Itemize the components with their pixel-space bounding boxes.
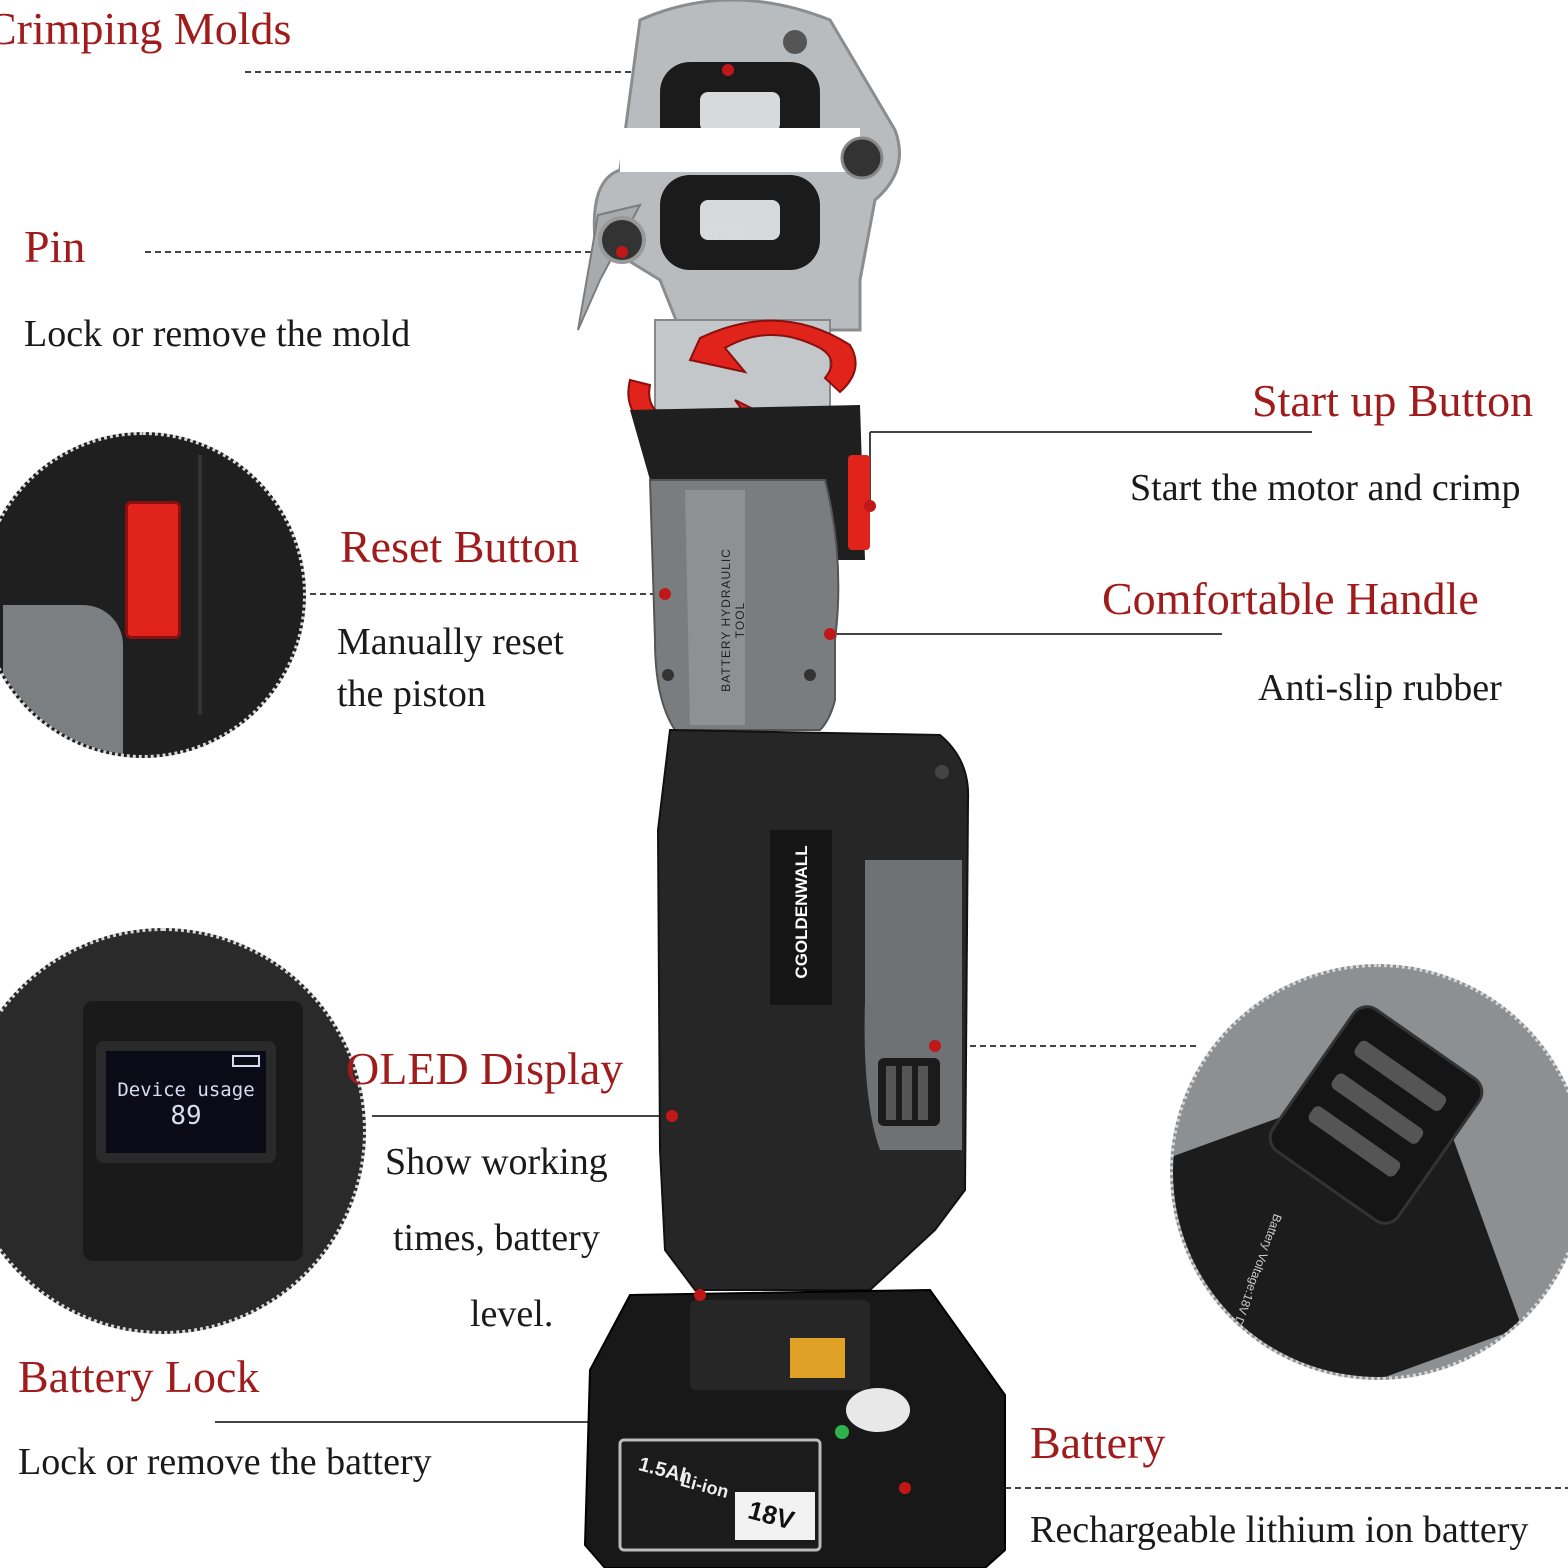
reset-button-inset (0, 432, 306, 758)
brand-logo: CGOLDENWALL (792, 845, 811, 979)
oled-line2: 89 (170, 1101, 202, 1131)
oled-screen: Device usage 89 (96, 1041, 276, 1163)
crimping-molds-title: Crimping Molds (0, 3, 292, 54)
reset-button[interactable] (125, 501, 181, 639)
battery-desc: Rechargeable lithium ion battery (1030, 1509, 1529, 1551)
reset-button-title: Reset Button (340, 521, 579, 572)
battery-level-icon (232, 1055, 260, 1067)
oled-title: OLED Display (346, 1043, 624, 1094)
oled-inset: Device usage 89 (0, 928, 366, 1334)
oled-line1: Device usage (117, 1079, 255, 1101)
battery-inset-marker (929, 1040, 941, 1052)
battery-marker (899, 1482, 911, 1494)
pin-title: Pin (24, 221, 86, 272)
pin-marker (616, 246, 628, 258)
crimping-molds-marker (722, 64, 734, 76)
reset-button-desc-1: Manually reset (337, 621, 564, 663)
start-button[interactable] (848, 455, 870, 550)
oled-desc-3: level. (470, 1293, 554, 1335)
start-button-marker (864, 500, 876, 512)
oled-marker (666, 1110, 678, 1122)
side-text: BATTERY HYDRAULIC TOOL (719, 548, 747, 692)
battery-title: Battery (1030, 1417, 1166, 1468)
battery-lock-title: Battery Lock (18, 1351, 260, 1402)
battery-lock-desc: Lock or remove the battery (18, 1441, 432, 1483)
handle-title: Comfortable Handle (1102, 573, 1479, 624)
start-button-title: Start up Button (1252, 375, 1534, 426)
mold-marks: CU 16 (705, 226, 742, 241)
reset-button-desc-2: the piston (337, 673, 486, 715)
handle-desc: Anti-slip rubber (1258, 667, 1502, 709)
oled-desc-2: times, battery (393, 1217, 600, 1259)
handle-marker (824, 628, 836, 640)
battery-pack (583, 1288, 1006, 1568)
crimp-head (577, 0, 901, 411)
reset-button-marker (659, 588, 671, 600)
pin-desc: Lock or remove the mold (24, 313, 411, 355)
battery-lock-marker (694, 1289, 706, 1301)
start-button-desc: Start the motor and crimp (1130, 467, 1521, 509)
oled-desc-1: Show working (385, 1141, 608, 1183)
vent-inset: Battery Voltage:18V DC (1170, 964, 1568, 1380)
